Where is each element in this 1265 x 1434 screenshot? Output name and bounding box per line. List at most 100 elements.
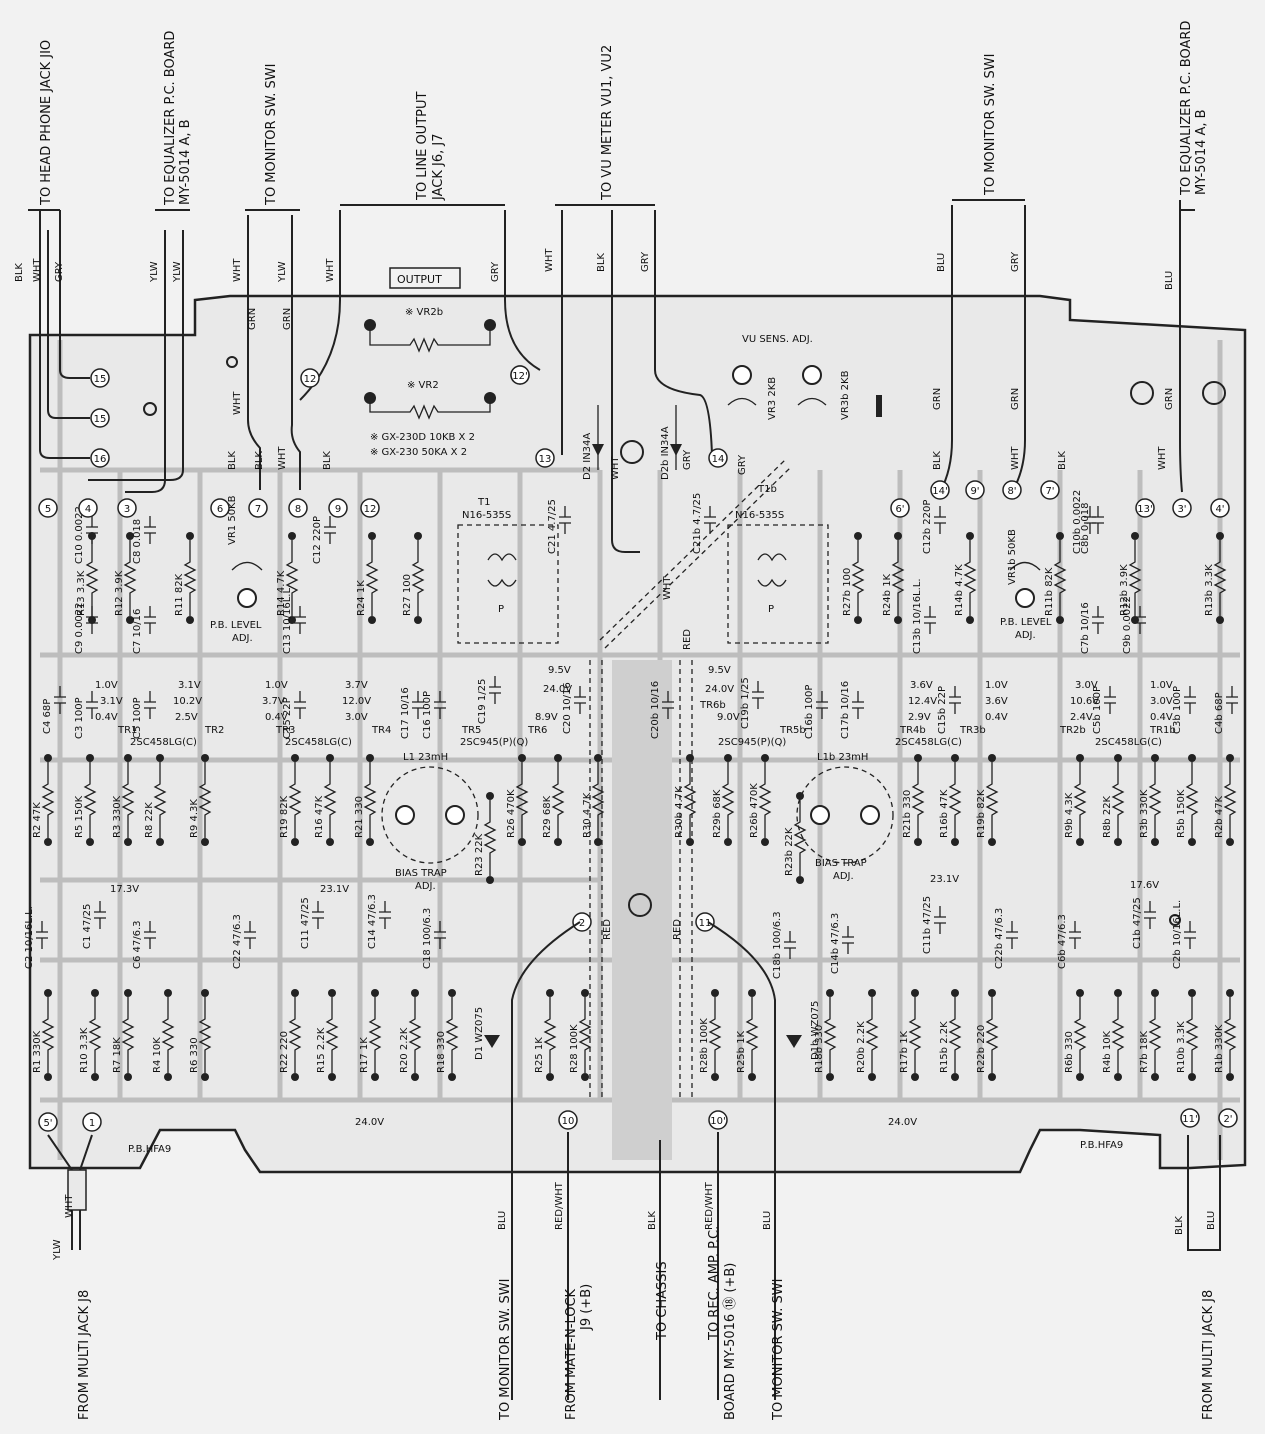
capacitor: C10 0.0022: [74, 506, 98, 564]
terminal-label: 14: [712, 454, 725, 465]
resistor-label: R7b 18K: [1139, 1030, 1150, 1073]
label-monitor-left: TO MONITOR SW. SWI: [264, 64, 279, 206]
terminal: 14: [708, 448, 728, 468]
terminal-label: 6': [895, 504, 904, 515]
voltage-readings: 1.0V 3.1V 0.4V 3.1V 10.2V 2.5V 1.0V 3.7V…: [95, 665, 1173, 1128]
wire-color: BLK: [1174, 1216, 1185, 1235]
tr2: TR2: [204, 725, 224, 736]
terminal: 13: [535, 448, 555, 468]
bias-trap-left-1: BIAS TRAP: [395, 868, 447, 879]
transformer-t1b: T1b N16-535S P: [727, 484, 829, 644]
v: 2.9V: [908, 712, 931, 723]
ground-bus-right: [612, 660, 672, 1160]
capacitor-label: C18b 100/6.3: [772, 911, 783, 979]
capacitor: C10b 0.0022: [1072, 490, 1096, 554]
resistor-label: R18 330: [436, 1031, 447, 1073]
onboard-wire-color: WHT: [232, 391, 243, 415]
v: 3.0V: [1075, 680, 1098, 691]
resistor-label: R27b 100: [842, 568, 853, 616]
resistor: R13b 3.3K: [1204, 532, 1227, 624]
resistor: R6 330: [189, 989, 212, 1081]
bias-trap-right-1: BIAS TRAP: [815, 858, 867, 869]
transistor-labels: 2SC458LG(C) 2SC458LG(C) 2SC945(P)(Q) 2SC…: [117, 700, 1176, 748]
d1-label: D1 WZ075: [474, 1007, 485, 1060]
resistor: R25 1K: [534, 989, 557, 1081]
bottom-wire-colors: YLW WHT BLU RED/WHT BLK RED/WHT BLU BLK …: [52, 1181, 1217, 1261]
resistor: R24 1K: [356, 532, 379, 624]
terminal-label: 5: [45, 504, 51, 515]
wire-color: WHT: [64, 1194, 75, 1218]
wire-color: WHT: [544, 248, 555, 272]
resistor-label: R19 82K: [279, 795, 290, 838]
tr1: TR1: [117, 725, 137, 736]
transformer-t1: T1 N16-535S P: [457, 497, 559, 644]
v: 3.6V: [910, 680, 933, 691]
d2-label: D2 IN34A: [582, 433, 593, 480]
terminal: 8: [288, 498, 308, 518]
capacitor: C13b 10/16L.L.: [912, 578, 936, 654]
capacitor-label: C10b 0.0022: [1072, 490, 1083, 554]
zener-d1: D1 WZ075 D1b WZ075: [474, 1001, 821, 1060]
resistor: R17b 1K: [899, 989, 922, 1081]
v: 1.0V: [265, 680, 288, 691]
capacitor: C3b 100P: [1172, 686, 1196, 734]
resistor-label: R29b 68K: [712, 789, 723, 838]
terminal: 10': [708, 1110, 728, 1130]
capacitor-label: C1b 47/25: [1132, 897, 1143, 949]
resistor: R28b 100K: [699, 989, 722, 1081]
capacitor-label: C5 100P: [132, 697, 143, 739]
terminal: 1: [82, 1112, 102, 1132]
terminal: 4': [1210, 498, 1230, 518]
resistor: R4 10K: [152, 989, 175, 1081]
resistor-label: R1 330K: [32, 1030, 43, 1073]
resistor-label: R27 100: [402, 574, 413, 616]
resistor-label: R17b 1K: [899, 1030, 910, 1073]
capacitor: C21 4.7/25: [547, 499, 571, 554]
capacitor: C22b 47/6.3: [994, 908, 1018, 969]
v: 2.4V: [1070, 712, 1093, 723]
terminal: 13': [1135, 498, 1155, 518]
capacitor: C13 10/16L.L.: [282, 585, 306, 654]
pb-level-right-2: ADJ.: [1015, 630, 1036, 641]
terminal-label: 8: [295, 504, 301, 515]
resistor-label: R14b 4.7K: [954, 564, 965, 616]
resistor: R27 100: [402, 532, 425, 624]
wire-color: WHT: [232, 258, 243, 282]
capacitor-label: C7 10/16: [132, 609, 143, 654]
resistor-label: R8 22K: [144, 802, 155, 838]
vr1-label: VR1 50KB: [227, 495, 238, 545]
resistor: R11b 82K: [1044, 532, 1067, 624]
capacitor: C3 100P: [74, 691, 98, 739]
label-equalizer-right-2: MY-5014 A, B: [1194, 109, 1209, 195]
capacitor: C4b 68P: [1214, 686, 1238, 734]
vr3b-label: VR3b 2KB: [840, 370, 851, 420]
resistor-label: R7 18K: [112, 1037, 123, 1073]
label-monitor-br: TO MONITOR SW. SWI: [771, 1279, 786, 1421]
wire-color: GRY: [1010, 251, 1021, 272]
onboard-wire-color: RED: [602, 919, 613, 940]
capacitor-label: C12 220P: [312, 516, 323, 564]
v: 10.6V: [1070, 696, 1099, 707]
capacitor: C14b 47/6.3: [830, 913, 854, 974]
onboard-wire-color: BLK: [932, 451, 943, 470]
capacitor-label: C20b 10/16: [650, 681, 661, 739]
resistor-label: R21 330: [354, 796, 365, 838]
wire-color: YLW: [52, 1239, 63, 1261]
label-equalizer-left-2: MY-5014 A, B: [178, 119, 193, 205]
label-chassis: TO CHASSIS: [655, 1261, 670, 1341]
capacitor-label: C19 1/25: [477, 679, 488, 724]
resistor-label: R22b 220: [976, 1025, 987, 1073]
terminal-label: 2: [579, 918, 585, 929]
resistor-label: R12 3.9K: [114, 570, 125, 616]
terminal-label: 2': [1223, 1114, 1232, 1125]
wire-color: GRY: [54, 261, 65, 282]
capacitor: C18 100/6.3: [422, 908, 446, 969]
capacitor-label: C3 100P: [74, 697, 85, 739]
terminal-label: 12: [304, 374, 317, 385]
resistor: R30 4.7K: [582, 754, 605, 846]
capacitor-label: C16 100P: [422, 691, 433, 739]
resistor: R20b 2.2K: [856, 989, 879, 1081]
label-monitor-bl: TO MONITOR SW. SWI: [498, 1279, 513, 1421]
v: 3.6V: [985, 696, 1008, 707]
